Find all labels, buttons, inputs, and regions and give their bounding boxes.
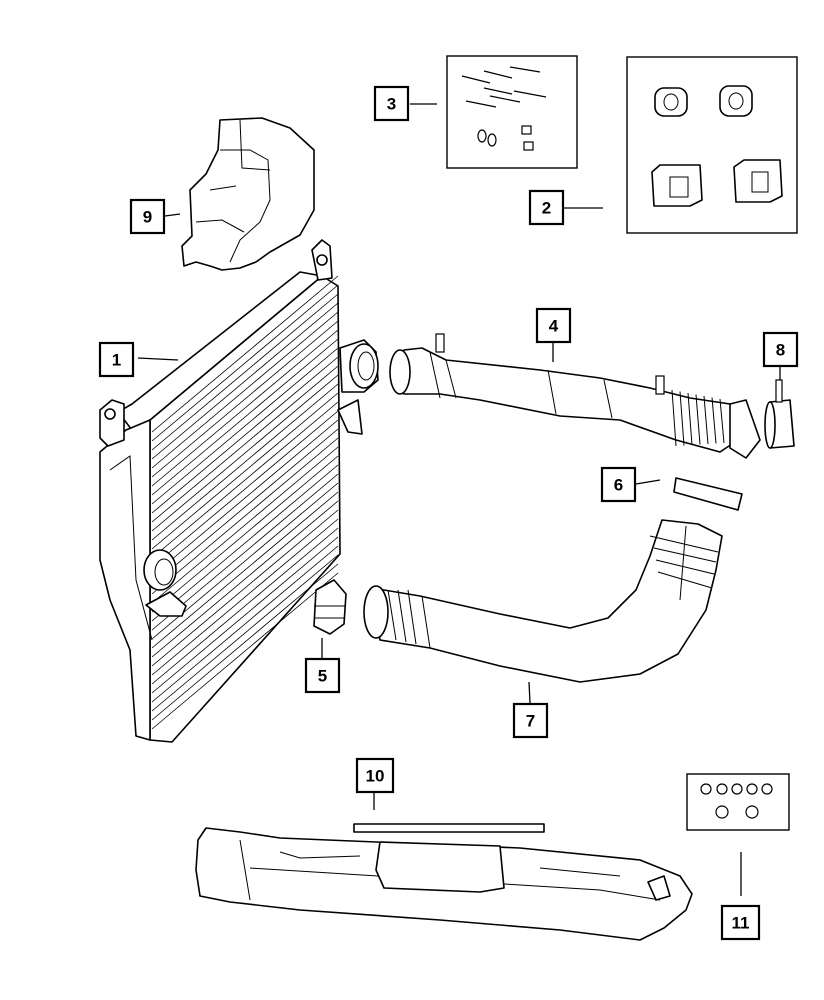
callout-7-label: 7 <box>526 712 535 731</box>
part-7-lower-charge-air-hose[interactable] <box>363 519 723 683</box>
callout-4-label: 4 <box>549 317 559 336</box>
isolator-left <box>654 87 688 117</box>
callout-4[interactable]: 4 <box>535 307 572 344</box>
part-4-upper-charge-air-hose[interactable] <box>389 333 761 459</box>
bracket-left <box>651 164 703 207</box>
callout-5-label: 5 <box>318 667 327 686</box>
lower-air-shield <box>195 827 693 941</box>
callout-2-label: 2 <box>542 199 551 218</box>
callout-2[interactable]: 2 <box>528 189 565 226</box>
callout-11-label: 11 <box>732 914 750 933</box>
lower-hose-rings <box>387 535 719 649</box>
part-5-hose-clamp[interactable] <box>313 579 347 635</box>
callout-9[interactable]: 9 <box>129 198 166 235</box>
part-1-charge-air-cooler[interactable] <box>99 239 379 743</box>
part-10-seal-strip[interactable] <box>353 823 545 833</box>
part-2-isolators-brackets[interactable] <box>626 56 798 234</box>
callout-11[interactable]: 11 <box>720 904 761 941</box>
callout-3[interactable]: 3 <box>373 85 410 122</box>
lower-outlet <box>143 549 187 617</box>
core-fins <box>151 275 339 730</box>
callout-8-label: 8 <box>776 341 785 360</box>
isolator-right <box>719 85 753 117</box>
callout-9-label: 9 <box>143 208 152 227</box>
clips <box>700 783 773 819</box>
upper-outlet <box>337 339 379 435</box>
hose-bellows <box>671 389 725 447</box>
washers-nuts <box>477 125 534 151</box>
callout-1[interactable]: 1 <box>98 341 135 378</box>
part-8-hose-clamp[interactable] <box>764 379 795 449</box>
callout-7[interactable]: 7 <box>512 702 549 739</box>
callout-6[interactable]: 6 <box>600 466 637 503</box>
callout-8[interactable]: 8 <box>762 331 799 368</box>
part-11-clip-kit[interactable] <box>686 773 790 831</box>
part-6-seal[interactable] <box>673 477 743 511</box>
part-9-air-deflector[interactable] <box>181 117 315 271</box>
callout-10-label: 10 <box>366 767 385 786</box>
callout-6-label: 6 <box>614 476 623 495</box>
callout-5[interactable]: 5 <box>304 657 341 694</box>
callout-1-label: 1 <box>112 351 121 370</box>
bolts <box>461 66 547 108</box>
part-3-hardware-kit[interactable] <box>446 55 578 169</box>
bracket-right <box>733 159 783 203</box>
callout-10[interactable]: 10 <box>355 757 395 794</box>
callout-3-label: 3 <box>387 95 396 114</box>
